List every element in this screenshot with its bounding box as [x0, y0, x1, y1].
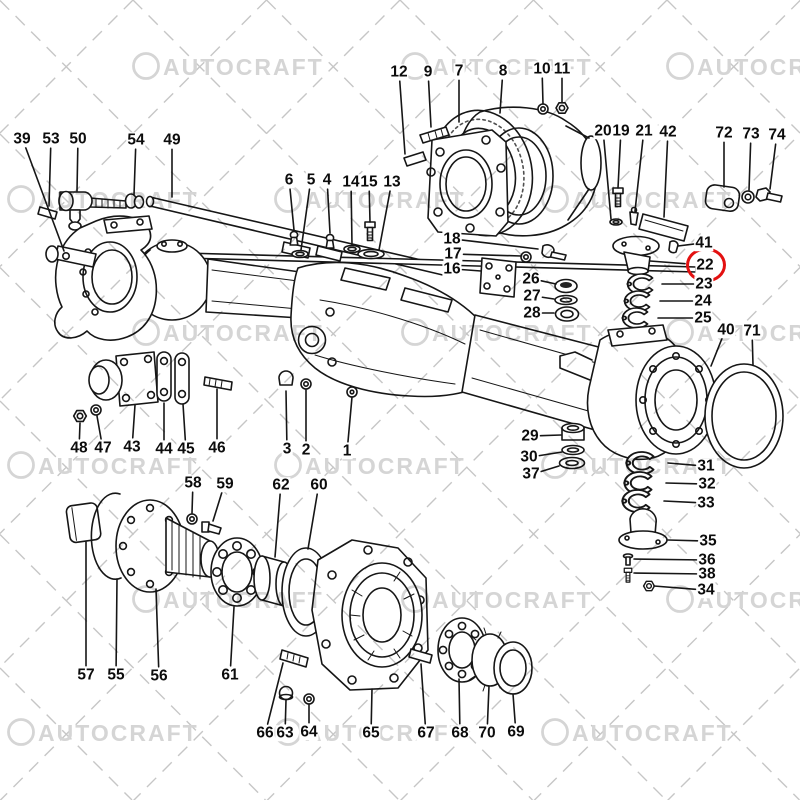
leader-line-10 [541, 77, 544, 105]
leader-line-38 [633, 572, 698, 575]
leader-line-71 [751, 339, 754, 366]
leader-line-69 [512, 693, 516, 724]
leader-line-35 [667, 539, 699, 542]
leader-line-20 [603, 139, 612, 220]
leader-line-43 [131, 404, 136, 439]
leader-line-40 [710, 337, 723, 367]
leader-line-48 [78, 422, 81, 440]
leader-line-55 [115, 578, 118, 667]
leader-line-29 [539, 434, 562, 437]
leader-line-34 [653, 585, 697, 591]
leader-line-42 [663, 140, 669, 218]
leader-line-32 [665, 482, 698, 485]
leader-line-16 [461, 268, 482, 272]
leader-line-18 [461, 239, 539, 250]
leader-line-3 [285, 390, 288, 441]
leader-line-41 [677, 243, 695, 247]
leader-line-6 [289, 188, 295, 231]
leader-line-56 [155, 588, 160, 668]
leader-line-1 [347, 396, 353, 443]
leader-line-13 [378, 190, 391, 251]
leader-line-68 [458, 678, 461, 725]
leader-line-19 [617, 139, 622, 189]
leader-line-65 [370, 688, 373, 725]
leader-line-14 [350, 190, 353, 246]
leader-line-61 [229, 606, 235, 667]
leader-line-17 [462, 253, 522, 257]
leader-line-62 [274, 493, 281, 558]
leader-line-74 [769, 143, 777, 190]
leader-line-30 [538, 451, 563, 457]
leader-line-12 [398, 80, 406, 155]
leader-line-21 [634, 139, 644, 212]
leader-line-26 [540, 280, 557, 285]
leader-line-45 [182, 403, 187, 441]
leader-line-58 [191, 491, 194, 514]
leader-line-70 [486, 685, 490, 725]
leader-line-4 [326, 188, 331, 234]
leader-line-50 [76, 147, 79, 192]
leader-line-22 [649, 260, 686, 265]
leader-line-54 [133, 148, 137, 196]
leader-line-39 [24, 146, 65, 252]
leader-line-47 [96, 415, 102, 440]
leader-line-9 [427, 80, 432, 128]
leader-line-63 [284, 699, 287, 725]
leader-line-67 [420, 663, 427, 725]
leader-line-59 [212, 491, 223, 522]
leader-line-36 [633, 558, 698, 561]
leader-line-31 [667, 462, 697, 467]
leader-line-33 [663, 500, 697, 504]
leader-line-73 [748, 142, 752, 191]
leader-line-15 [368, 190, 371, 223]
leader-line-60 [307, 493, 319, 550]
leader-line-53 [48, 147, 52, 207]
leader-line-27 [541, 296, 555, 300]
leader-line-37 [540, 465, 560, 473]
